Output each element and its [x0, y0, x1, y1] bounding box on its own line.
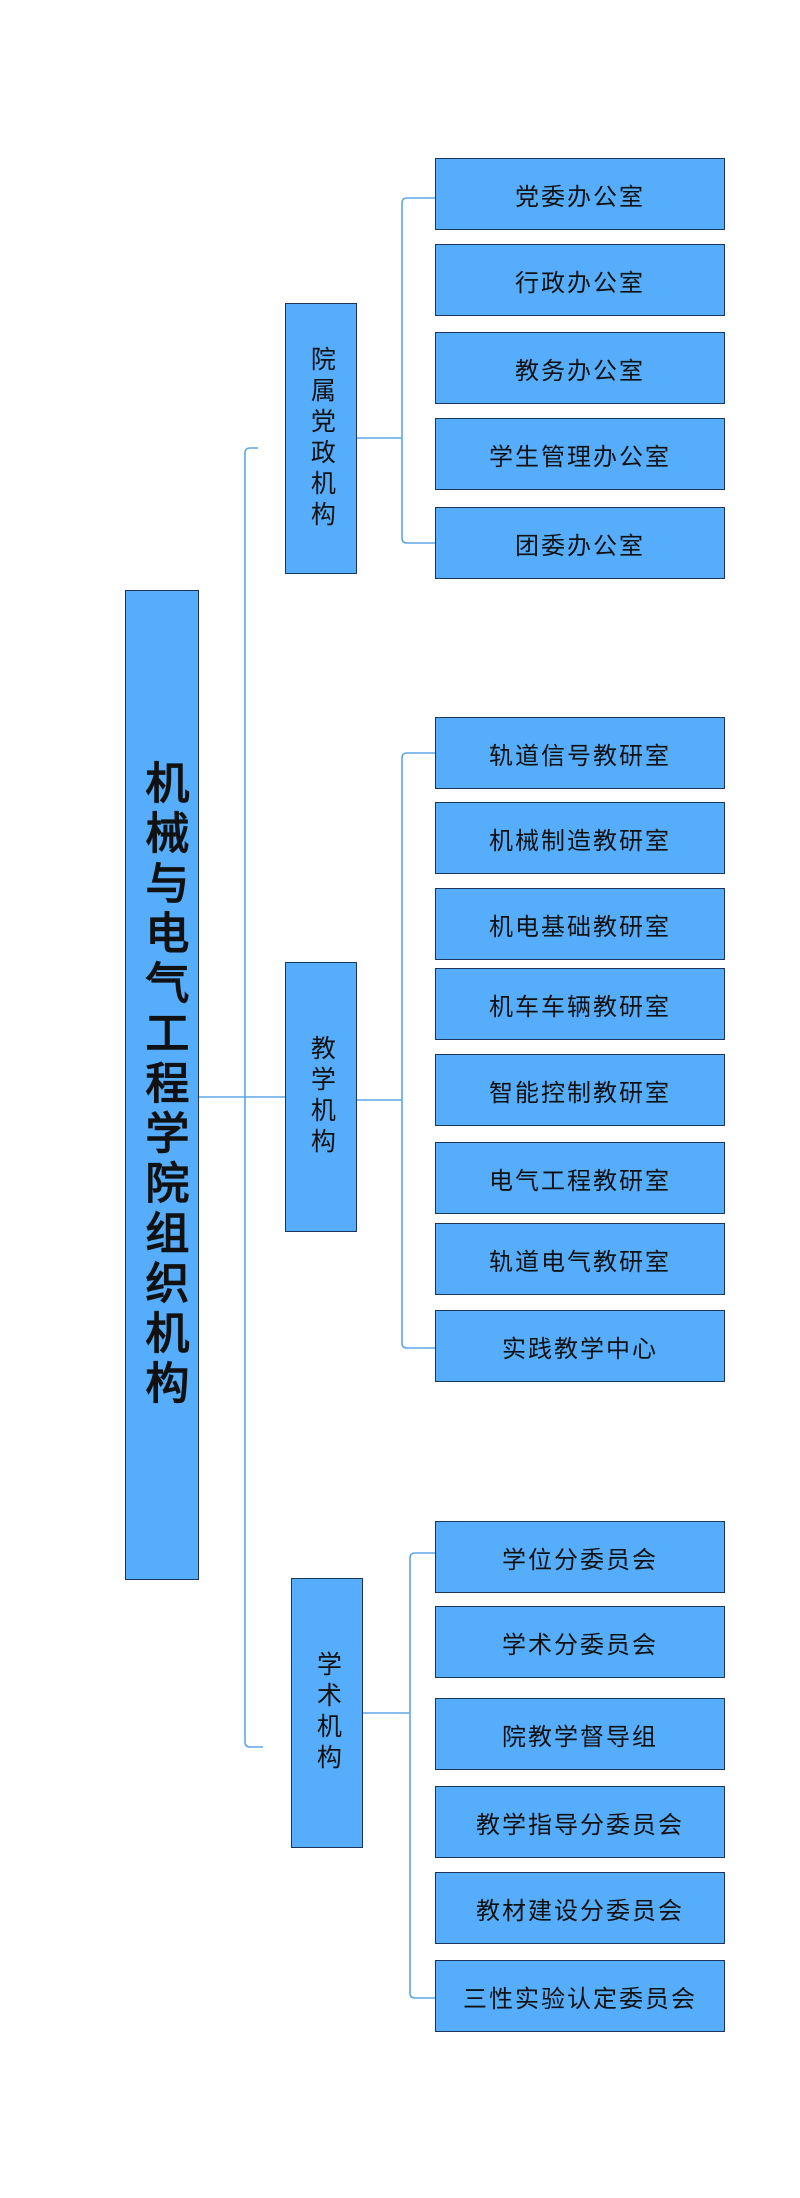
unit-student-affairs-office: 学生管理办公室 [435, 418, 725, 490]
unit-rolling-stock-dept: 机车车辆教研室 [435, 968, 725, 1040]
unit-manufacturing-dept: 机械制造教研室 [435, 802, 725, 874]
unit-youth-league-office: 团委办公室 [435, 507, 725, 579]
unit-mechatronics-dept: 机电基础教研室 [435, 888, 725, 960]
unit-teaching-supervision: 院教学督导组 [435, 1698, 725, 1770]
unit-admin-office: 行政办公室 [435, 244, 725, 316]
branch-party-admin: 院属党政机构 [285, 303, 357, 574]
unit-practice-center: 实践教学中心 [435, 1310, 725, 1382]
unit-rail-signal-dept: 轨道信号教研室 [435, 717, 725, 789]
unit-textbook-committee: 教材建设分委员会 [435, 1872, 725, 1944]
branch-academic: 学术机构 [291, 1578, 363, 1848]
unit-academic-committee: 学术分委员会 [435, 1606, 725, 1678]
org-title: 机械与电气工程学院组织机构 [125, 590, 199, 1580]
unit-party-office: 党委办公室 [435, 158, 725, 230]
unit-degree-committee: 学位分委员会 [435, 1521, 725, 1593]
unit-teaching-guidance-committee: 教学指导分委员会 [435, 1786, 725, 1858]
branch-teaching: 教学机构 [285, 962, 357, 1232]
unit-electrical-eng-dept: 电气工程教研室 [435, 1142, 725, 1214]
unit-intelligent-control-dept: 智能控制教研室 [435, 1054, 725, 1126]
unit-experiment-committee: 三性实验认定委员会 [435, 1960, 725, 2032]
unit-rail-electrical-dept: 轨道电气教研室 [435, 1223, 725, 1295]
unit-academic-affairs-office: 教务办公室 [435, 332, 725, 404]
